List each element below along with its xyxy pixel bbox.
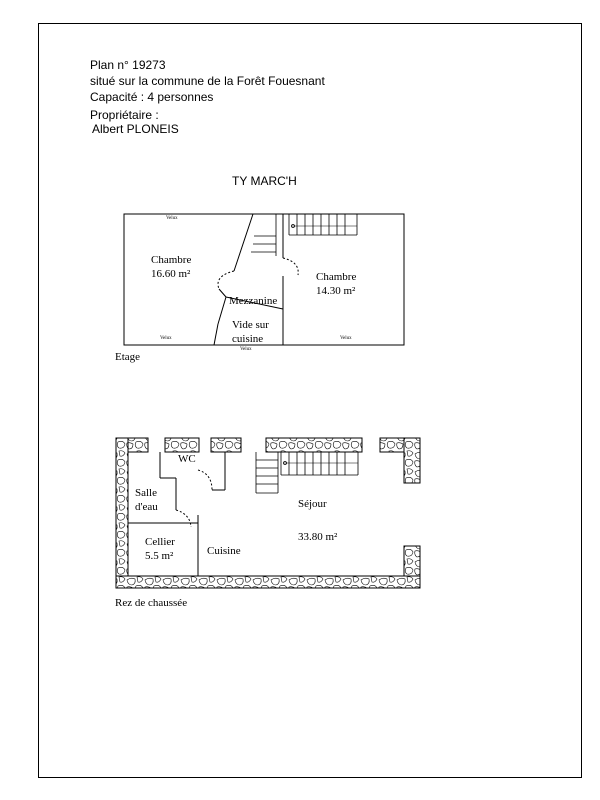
ground-floor xyxy=(115,437,421,589)
velux-label: Velux xyxy=(240,347,252,352)
upper-floor xyxy=(123,213,405,346)
mezzanine-label: Mezzanine xyxy=(229,295,278,307)
stairs-ground xyxy=(255,452,359,494)
living-label: Séjour xyxy=(298,498,327,510)
cellar-label: Cellier xyxy=(145,536,175,548)
kitchen-label: Cuisine xyxy=(207,545,241,557)
partition-left-upper xyxy=(233,213,254,272)
stone-walls xyxy=(115,437,421,589)
velux-label: Velux xyxy=(160,336,172,341)
wc-label: WC xyxy=(178,453,196,465)
door-arc-right xyxy=(282,257,299,276)
void-label: cuisine xyxy=(232,333,264,345)
mezzanine-edge xyxy=(225,296,284,310)
velux-label: Velux xyxy=(340,336,352,341)
void-label: Vide sur xyxy=(232,319,269,331)
upper-outline xyxy=(123,213,405,346)
plan-number: Plan n° 19273 xyxy=(90,58,166,72)
bath-label: d'eau xyxy=(135,501,158,513)
bath-label: Salle xyxy=(135,487,157,499)
cellar-area: 5.5 m² xyxy=(145,550,174,562)
living-area: 33.80 m² xyxy=(298,531,338,543)
commune-text: situé sur la commune de la Forêt Fouesna… xyxy=(90,74,325,88)
partition-left-lower xyxy=(217,296,227,325)
room-area: 16.60 m² xyxy=(151,268,191,280)
plan-title: TY MARC'H xyxy=(232,174,297,188)
room-area: 14.30 m² xyxy=(316,285,356,297)
door-arc-left xyxy=(217,270,235,290)
wc-door-arc xyxy=(197,469,213,491)
velux-label: Velux xyxy=(166,216,178,221)
floor-label-ground: Rez de chaussée xyxy=(115,597,188,609)
stairs-upper xyxy=(251,214,358,256)
bath-door-arc xyxy=(175,509,192,528)
owner-label: Propriétaire : xyxy=(90,108,159,122)
room-label: Chambre xyxy=(151,254,192,266)
page-frame xyxy=(38,23,582,778)
capacity-text: Capacité : 4 personnes xyxy=(90,90,214,104)
floor-label-upper: Etage xyxy=(115,351,141,363)
owner-name: Albert PLONEIS xyxy=(92,122,179,136)
room-label: Chambre xyxy=(316,271,357,283)
